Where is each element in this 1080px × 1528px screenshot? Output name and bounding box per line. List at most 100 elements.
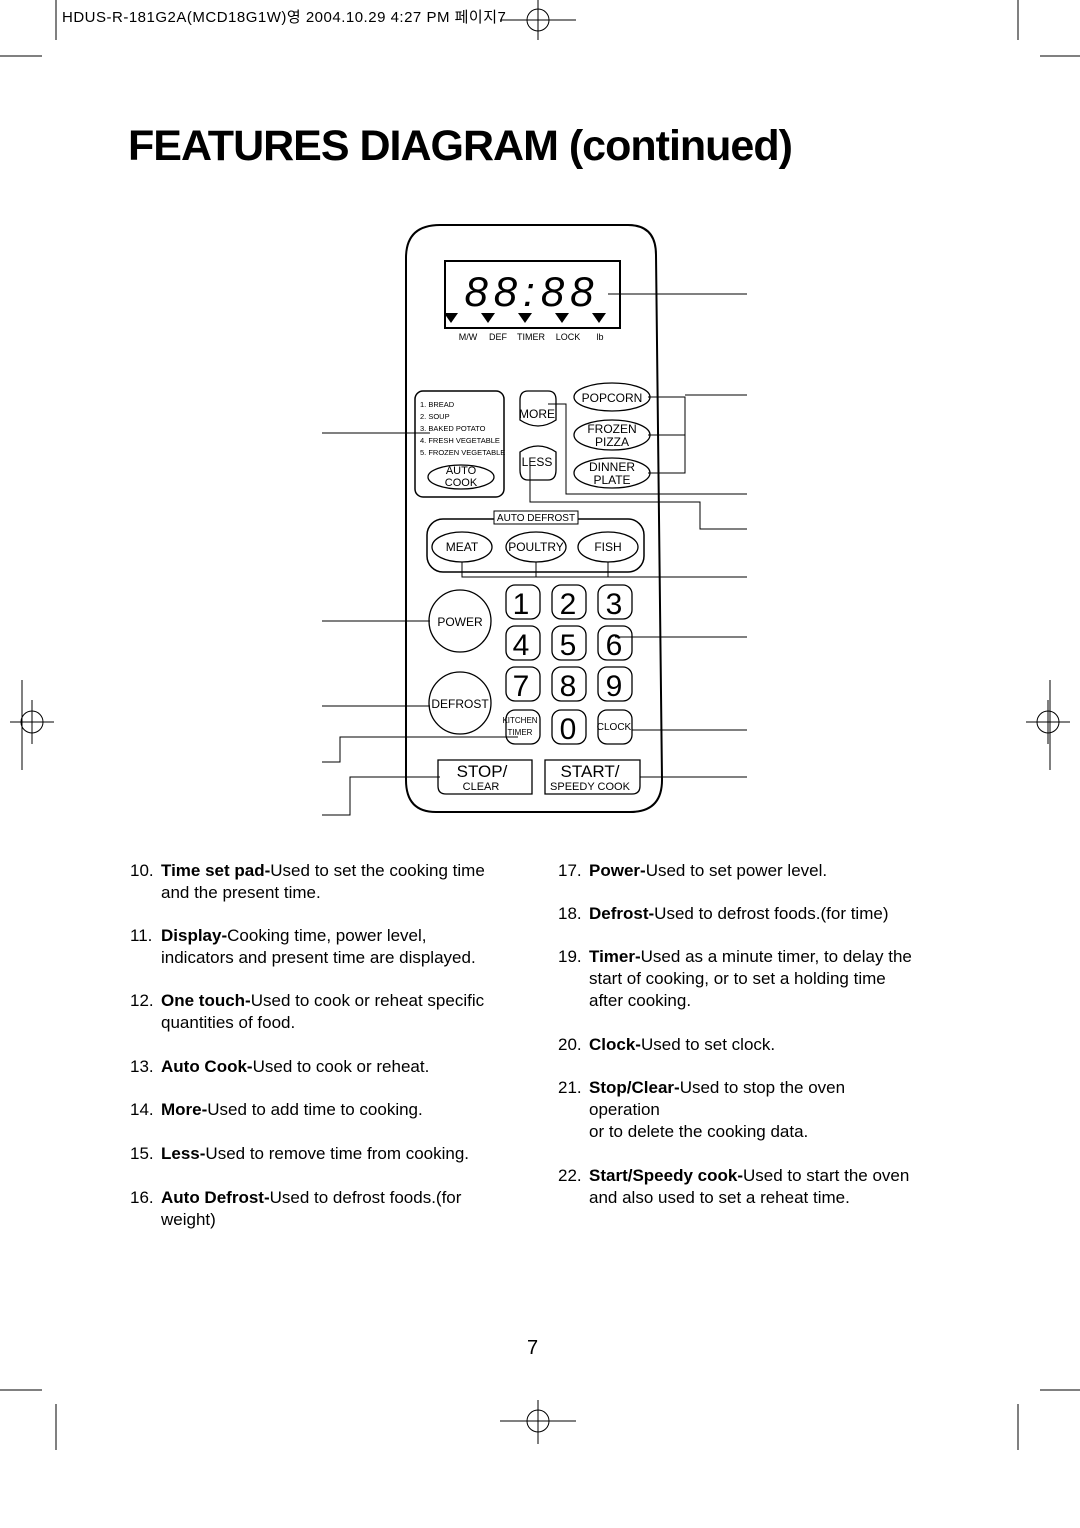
auto-cook-menu-5: 5. FROZEN VEGETABLE <box>420 448 505 457</box>
more-button <box>519 390 557 427</box>
key-2-label: 2 <box>560 588 577 621</box>
item-text-cont2: after cooking. <box>589 991 692 1010</box>
item-term: Auto Cook- <box>161 1057 253 1076</box>
item-text-cont: quantities of food. <box>161 1013 296 1032</box>
item-text-cont2: or to delete the cooking data. <box>589 1122 809 1141</box>
item-text: Used to set clock. <box>640 1035 776 1054</box>
meat-label: MEAT <box>446 540 479 554</box>
item-term: Stop/Clear- <box>589 1078 680 1097</box>
item-text: Used to cook or reheat specific <box>250 991 485 1010</box>
item-text-cont: and also used to set a reheat time. <box>589 1188 850 1207</box>
item-text: Used to stop the oven <box>679 1078 846 1097</box>
kitchen-timer-label-2: TIMER <box>508 728 533 737</box>
key-8 <box>551 666 587 702</box>
indicator-arrow <box>518 313 532 323</box>
item-text: Used to defrost foods.(for time) <box>654 904 889 923</box>
item-term: Power- <box>589 861 646 880</box>
item-number: 17. <box>558 861 582 880</box>
item-text: Used to set the cooking time <box>270 861 485 880</box>
registration-target-top <box>500 0 576 40</box>
auto-cook-menu-4: 4. FRESH VEGETABLE <box>420 436 500 445</box>
item-text-cont: start of cooking, or to set a holding ti… <box>589 969 886 988</box>
item-number: 10. <box>130 861 154 880</box>
defrost-label: DEFROST <box>431 697 489 711</box>
frozen-pizza-label-1: FROZEN <box>587 422 636 436</box>
kitchen-timer-label-1: KITCHEN <box>502 716 537 725</box>
power-label: POWER <box>437 615 483 629</box>
indicator-mw: M/W <box>459 332 478 342</box>
start-label: START/ <box>561 762 620 781</box>
item-term: Time set pad- <box>161 861 271 880</box>
item-number: 15. <box>130 1144 154 1163</box>
key-6-label: 6 <box>606 629 623 662</box>
item-term: Clock- <box>589 1035 641 1054</box>
key-7 <box>505 666 541 702</box>
more-label: MORE <box>519 407 555 421</box>
item-text: Used to set power level. <box>645 861 828 880</box>
number-keypad <box>505 584 633 745</box>
clock-button <box>597 709 633 745</box>
auto-cook-menu-1: 1. BREAD <box>420 400 455 409</box>
page-number: 7 <box>527 1337 539 1359</box>
callout-line <box>548 403 747 495</box>
item-number: 21. <box>558 1078 582 1097</box>
key-4 <box>505 625 541 661</box>
key-9 <box>597 666 633 702</box>
key-5 <box>551 625 587 661</box>
item-number: 13. <box>130 1057 154 1076</box>
item-number: 14. <box>130 1100 154 1119</box>
auto-cook-menu-2: 2. SOUP <box>420 412 450 421</box>
dinner-plate-label-1: DINNER <box>589 460 635 474</box>
indicator-lb: lb <box>596 332 603 342</box>
registration-target-left <box>10 700 54 744</box>
indicator-arrows <box>444 313 606 323</box>
start-speedy-cook-button <box>544 759 641 795</box>
item-text: Used to start the oven <box>743 1166 910 1185</box>
frozen-pizza-label-2: PIZZA <box>595 435 629 449</box>
callout-line <box>461 562 747 578</box>
item-text-cont: weight) <box>161 1210 216 1229</box>
fish-label: FISH <box>594 540 621 554</box>
key-6 <box>597 625 633 661</box>
indicator-arrow <box>481 313 495 323</box>
auto-cook-frame <box>414 390 505 498</box>
indicator-def: DEF <box>489 332 508 342</box>
clock-label: CLOCK <box>597 722 632 733</box>
item-text-cont: operation <box>589 1100 660 1119</box>
registration-target-right <box>1026 700 1070 744</box>
item-text-cont: and the present time. <box>161 883 321 902</box>
item-number: 18. <box>558 904 582 923</box>
key-1-label: 1 <box>513 588 530 621</box>
panel-outline <box>405 224 664 813</box>
item-number: 11. <box>130 926 153 945</box>
key-5-label: 5 <box>560 629 577 662</box>
less-label: LESS <box>522 455 553 469</box>
speedy-cook-label: SPEEDY COOK <box>550 781 631 793</box>
registration-target-bottom <box>500 1400 576 1444</box>
item-term: One touch- <box>161 991 251 1010</box>
print-header-meta: HDUS-R-181G2A(MCD18G1W)영 2004.10.29 4:27… <box>62 9 507 26</box>
dinner-plate-label-2: PLATE <box>593 473 630 487</box>
less-button <box>519 445 557 481</box>
indicator-lock: LOCK <box>556 332 581 342</box>
poultry-label: POULTRY <box>508 540 564 554</box>
item-text: Used to remove time from cooking. <box>205 1144 470 1163</box>
item-term: Start/Speedy cook- <box>589 1166 743 1185</box>
callout-lines <box>322 293 747 816</box>
kitchen-timer-button <box>505 709 541 745</box>
indicator-timer: TIMER <box>517 332 545 342</box>
item-text: Used to add time to cooking. <box>207 1100 423 1119</box>
auto-cook-button <box>427 464 495 490</box>
stop-clear-button <box>437 759 533 795</box>
key-3-label: 3 <box>606 588 623 621</box>
key-0-label: 0 <box>560 713 577 746</box>
indicator-arrow <box>555 313 569 323</box>
stop-label: STOP/ <box>457 762 508 781</box>
key-9-label: 9 <box>606 670 623 703</box>
item-number: 22. <box>558 1166 582 1185</box>
indicator-arrow <box>444 313 458 323</box>
auto-defrost-label: AUTO DEFROST <box>497 513 575 524</box>
item-number: 16. <box>130 1188 154 1207</box>
